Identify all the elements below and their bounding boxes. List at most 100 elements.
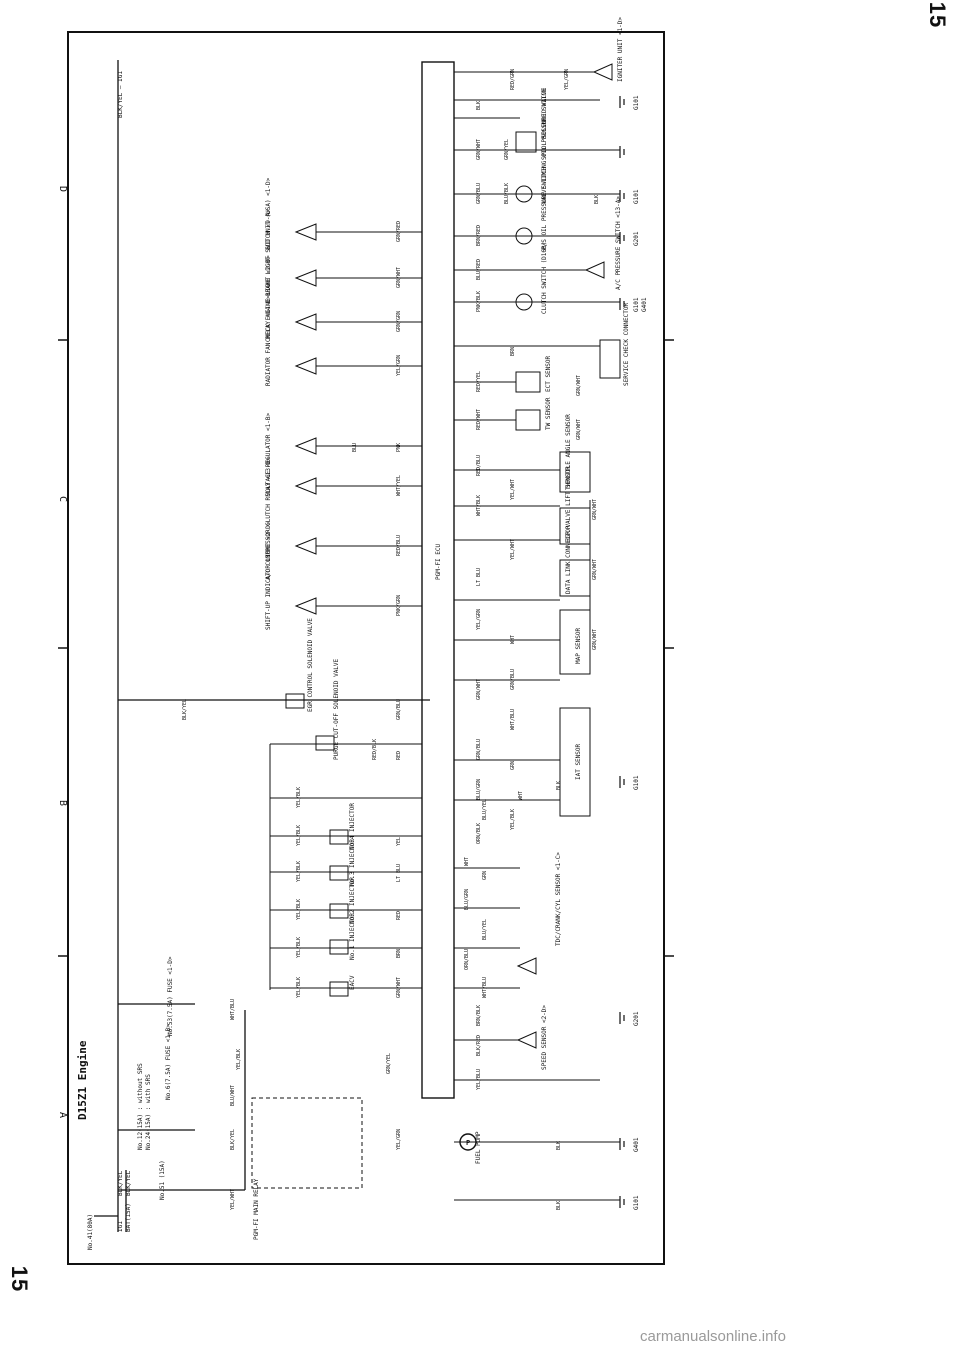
purge-valve-coil [315,735,335,751]
ac-pressure-label: A/C PRESSURE SWITCH <13-A> [615,196,622,290]
ground-g401-a: G401 [633,1137,640,1152]
sensor-block: IAT SENSOR MAP SENSOR DATA LINK CONNECTO… [515,303,630,975]
ground-g101-d: G101 [633,189,640,204]
ac-relay-icon [294,537,317,555]
ect-sensor-label: ECT SENSOR [545,355,552,392]
eacv-coil [329,981,349,997]
wire-label: YEL/BLK [296,825,302,846]
injector-2-coil [329,903,349,919]
ecu-box [421,61,455,1099]
ground-g101-e: G101 [633,95,640,110]
wire-labels: YEL/WHT BLK/YEL BLU/WHT WHT/BLU GRN/YEL … [182,69,600,1210]
wire-label: BLK/YEL [230,1129,236,1150]
fuse-note-2: No.24(15A) : with SRS [145,1074,152,1150]
ground-g201-a: G201 [633,1011,640,1026]
wire-label: YEL/WHT [510,479,516,500]
ground-g101-b: G101 [633,775,640,790]
speed-sensor-label: SPEED SENSOR <2-D> [541,1005,548,1070]
egr-lift-label: EGR VALVE LIFT SENSOR [565,466,572,542]
wire-label: WHT [464,857,470,866]
output-wires [316,231,422,607]
ecu-label: PGM-FI ECU [435,543,442,580]
wire-label: YEL/BLK [510,809,516,830]
fuse-53-label: No.53(7.5A) FUSE <1-D> [167,956,174,1036]
wire-label: WHT/BLU [230,999,236,1020]
service-check-box [599,339,621,379]
wire-label: GRN/WHT [576,375,582,396]
speed-sensor-icon [516,1031,537,1049]
wire-label: BLK/YEL [182,699,188,720]
tps-box [559,451,591,493]
wire-label: BLK [476,101,482,110]
wire-label: BLK/RED [476,1035,482,1056]
wire-label: BLK [556,1201,562,1210]
injector-1-coil [329,939,349,955]
iat-sensor-label: IAT SENSOR [575,743,582,780]
ground-g101-c: G101 [633,297,640,312]
tw-sensor-icon [515,409,541,431]
wire-label: YEL/GRN [564,69,570,90]
wire-label: GRN [510,761,516,770]
wire-label: GRN/BLU [476,739,482,760]
wire-label: BLU/BLK [504,183,510,204]
wire-label: WHT [518,791,524,800]
data-link-label: DATA LINK CONNECTOR [565,525,572,594]
wire-label: RED/BLK [372,739,378,760]
map-sensor-label: MAP SENSOR [575,627,582,664]
injector-4-coil [329,829,349,845]
vtec-switch-label: VALVE TIMING OIL PRESSURE SWITCH [541,88,548,204]
wire-label: BLU/YEL [482,919,488,940]
top-feed-label: BLK/YEL — IG1 [117,71,124,118]
wire-label: BRN/RED [476,225,482,246]
radiator-fan-label: RADIATOR FAN RELAY <14-D> [265,295,272,386]
wire-label: BLU/YEL [482,799,488,820]
injector-wires [269,743,422,990]
ac-relay-label: A/C COMPRESSOR CLUTCH RELAY <13-D> [265,457,272,580]
wire-label: GRN/BLU [476,183,482,204]
wire-label: GRN [482,871,488,880]
wire-label: GRN/BLU [396,699,402,720]
voltage-reg-icon [294,477,317,495]
wire-label: GRN/WHT [592,559,598,580]
wire-label: GRN/WHT [476,139,482,160]
injector-row: EACV No.1 INJECTOR No.2 INJECTOR No.3 IN… [285,618,356,997]
fuse-6-label: No.6(7.5A) FUSE <1-B> [165,1024,172,1100]
ground-g201-b: G201 [633,231,640,246]
power-bus [94,60,430,1232]
wire-label: YEL [396,837,402,846]
wire-label: PNK/BLK [476,291,482,312]
spool-valve-label: SPOOL SOLENOID VALVE [541,87,548,160]
wire-label: ORN/BLU [464,949,470,970]
grid-letter-c: C [57,496,68,502]
wire-label: YEL/GRN [396,355,402,376]
wire-label: BRN [396,949,402,958]
wire-label: GRN/WHT [396,267,402,288]
wire-label: WHT/YEL [396,475,402,496]
wire-label: RED [396,911,402,920]
wire-label: BLU/RED [476,259,482,280]
wire-label: YEL/BLK [296,937,302,958]
igniter-icon [592,63,613,81]
wire-label: RED/WHT [476,409,482,430]
check-engine-label: CHECK ENGINE LIGHT <2-D> [265,255,272,342]
wire-label: GRN/GRN [396,311,402,332]
wire-label: YEL/GRN [396,1129,402,1150]
wire-label: GRN/YEL [504,139,510,160]
ect-sensor-icon [515,371,541,393]
wire-label: GRN/WHT [396,977,402,998]
wire-label: YEL/BLK [236,1049,242,1070]
wire-label: GRN/WHT [576,419,582,440]
feed-ig1-label: IG1 [117,1221,124,1232]
grid-letter-a: A [57,1112,68,1118]
wire-label: YEL/BLU [476,1069,482,1090]
wire-label: WHT/BLU [510,709,516,730]
grid-ticks [58,339,674,957]
switch-block: CLUTCH SWITCH (D16B) A/C PRESSURE SWITCH… [515,17,624,314]
wire-label: YEL/BLK [296,861,302,882]
shift-up-label: SHIFT-UP INDICATOR LIGHT <2-D> [265,521,272,630]
purge-valve-label: PURGE CUT-OFF SOLENOID VALVE [333,658,340,760]
wire-label: RED/BLU [396,535,402,556]
right-harness [454,71,620,1201]
main-relay-label: PGM-FI MAIN RELAY [253,1178,260,1240]
main-relay-box [251,1097,363,1189]
